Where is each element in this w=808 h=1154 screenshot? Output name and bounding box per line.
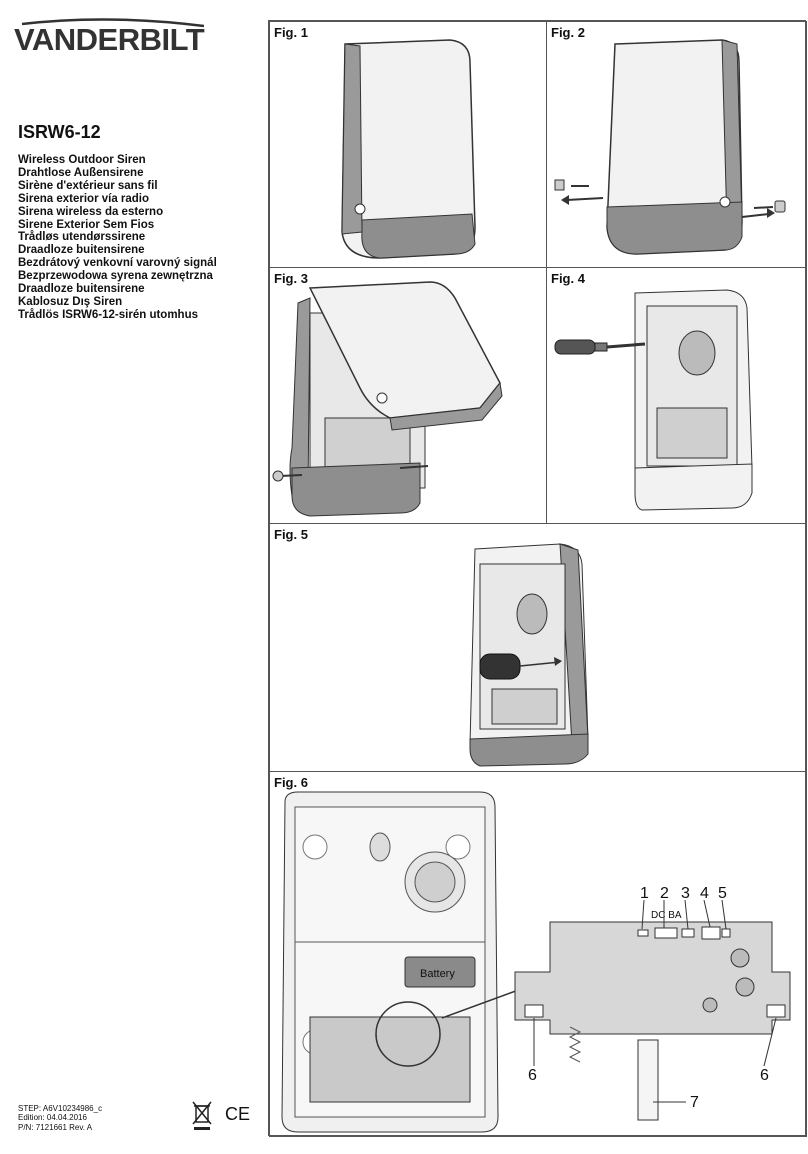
part-number: P/N: 7121661 Rev. A	[18, 1122, 93, 1132]
siren-screws-illustration	[554, 39, 786, 255]
compliance-marks: CE	[191, 1100, 251, 1132]
battery-icon	[404, 956, 476, 988]
logo-swoosh-icon	[21, 18, 205, 28]
siren-front-illustration	[341, 39, 476, 259]
language-title: Bezprzewodowa syrena zewnętrzna	[18, 270, 213, 283]
language-title: Sirene Exterior Sem Fios	[18, 218, 155, 231]
figure-grid: Fig. 1 Fig. 2 Fig. 3	[268, 20, 807, 1137]
figure-4: Fig. 4	[546, 267, 807, 524]
figure-2: Fig. 2	[546, 21, 807, 268]
language-titles: Wireless Outdoor Siren Drahtlose Außensi…	[18, 154, 217, 322]
language-title: Sirène d'extérieur sans fil	[18, 179, 158, 192]
figure-label: Fig. 4	[551, 271, 585, 286]
edition-date: Edition: 04.04.2016	[18, 1113, 87, 1123]
figure-6: Fig. 6 Battery	[269, 771, 807, 1137]
screw-cap-icon	[774, 200, 786, 213]
figure-3: Fig. 3	[269, 267, 547, 524]
language-title: Draadloze buitensirene	[18, 283, 145, 296]
arrow-left-icon	[566, 197, 604, 201]
screw-icon	[272, 470, 284, 482]
vanderbilt-logo	[18, 18, 208, 58]
figure-label: Fig. 6	[274, 775, 308, 790]
siren-screwdriver-illustration	[554, 289, 753, 511]
callout-4: 4	[700, 885, 709, 902]
figure-label: Fig. 3	[274, 271, 308, 286]
model-title: ISRW6-12	[18, 122, 101, 142]
brand-name: VANDERBILT	[14, 22, 205, 57]
figure-label: Fig. 5	[274, 527, 308, 542]
battery-label: Battery	[420, 968, 455, 980]
callout-2: 2	[660, 885, 669, 902]
jumper-letters: DC BA	[651, 910, 682, 921]
callout-5: 5	[718, 885, 727, 902]
callout-3: 3	[681, 885, 690, 902]
siren-battery-illustration	[469, 543, 589, 767]
language-title: Draadloze buitensirene	[18, 244, 145, 257]
language-title: Sirena exterior vía radio	[18, 192, 150, 205]
siren-internal-layout-illustration: Battery 1 2 3 4 5	[281, 791, 791, 1133]
language-title: Drahtlose Außensirene	[18, 166, 144, 179]
language-title: Kablosuz Dış Siren	[18, 295, 123, 308]
language-title: Trådlös ISRW6-12-sirén utomhus	[18, 308, 198, 321]
figure-5: Fig. 5	[269, 523, 807, 772]
figure-1: Fig. 1	[269, 21, 547, 268]
siren-open-cover-illustration	[272, 281, 503, 517]
ce-mark: CE	[225, 1104, 251, 1124]
figure-label: Fig. 2	[551, 25, 585, 40]
figure-label: Fig. 1	[274, 25, 308, 40]
weee-bin-icon	[192, 1101, 212, 1130]
callout-1: 1	[640, 885, 649, 902]
callout-6-right: 6	[760, 1067, 769, 1084]
callout-6-left: 6	[528, 1067, 537, 1084]
screwdriver-icon	[554, 339, 646, 355]
language-title: Sirena wireless da esterno	[18, 205, 164, 218]
language-title: Wireless Outdoor Siren	[18, 154, 146, 166]
callout-7: 7	[690, 1094, 699, 1111]
screw-cap-icon	[554, 179, 565, 191]
battery-icon	[479, 653, 521, 680]
language-title: Trådløs utendørssirene	[18, 231, 146, 244]
language-title: Bezdrátový venkovní varovný signál	[18, 257, 217, 270]
step-number: STEP: A6V10234986_c	[18, 1104, 103, 1113]
document-meta: STEP: A6V10234986_c Edition: 04.04.2016 …	[18, 1104, 102, 1132]
arrow-right-icon	[767, 208, 775, 218]
